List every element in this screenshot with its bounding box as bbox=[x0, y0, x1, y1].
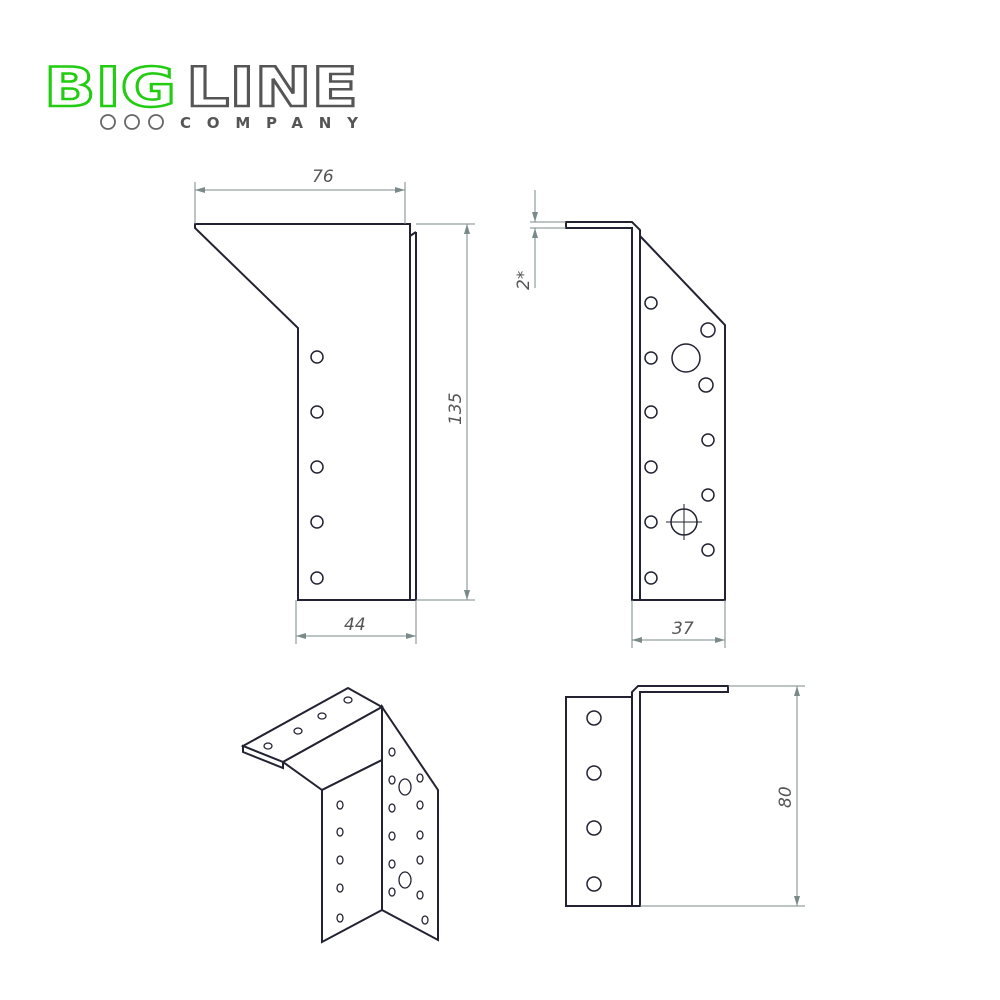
logo-circles-icon bbox=[100, 114, 164, 130]
company-logo: BIG LINE COMPANY bbox=[43, 55, 360, 132]
logo-big-text: BIG bbox=[44, 56, 176, 119]
front-view bbox=[194, 223, 417, 601]
dim-height: 135 bbox=[446, 393, 466, 425]
side-holes bbox=[644, 296, 716, 585]
end-holes bbox=[586, 710, 602, 892]
end-dimensions bbox=[640, 685, 805, 907]
dim-width-top: 76 bbox=[312, 167, 334, 187]
logo-line-text: LINE bbox=[186, 56, 358, 119]
side-dimensions bbox=[530, 190, 726, 648]
front-dimensions bbox=[194, 182, 475, 644]
isometric-holes bbox=[263, 696, 429, 925]
side-view bbox=[565, 221, 726, 601]
isometric-view bbox=[240, 686, 439, 944]
end-view bbox=[565, 685, 729, 907]
dim-width-bottom: 44 bbox=[344, 615, 366, 635]
dim-end-height: 80 bbox=[776, 786, 796, 808]
front-holes bbox=[310, 350, 324, 585]
dim-thickness: 2* bbox=[514, 271, 534, 290]
dim-side-width: 37 bbox=[672, 619, 694, 639]
